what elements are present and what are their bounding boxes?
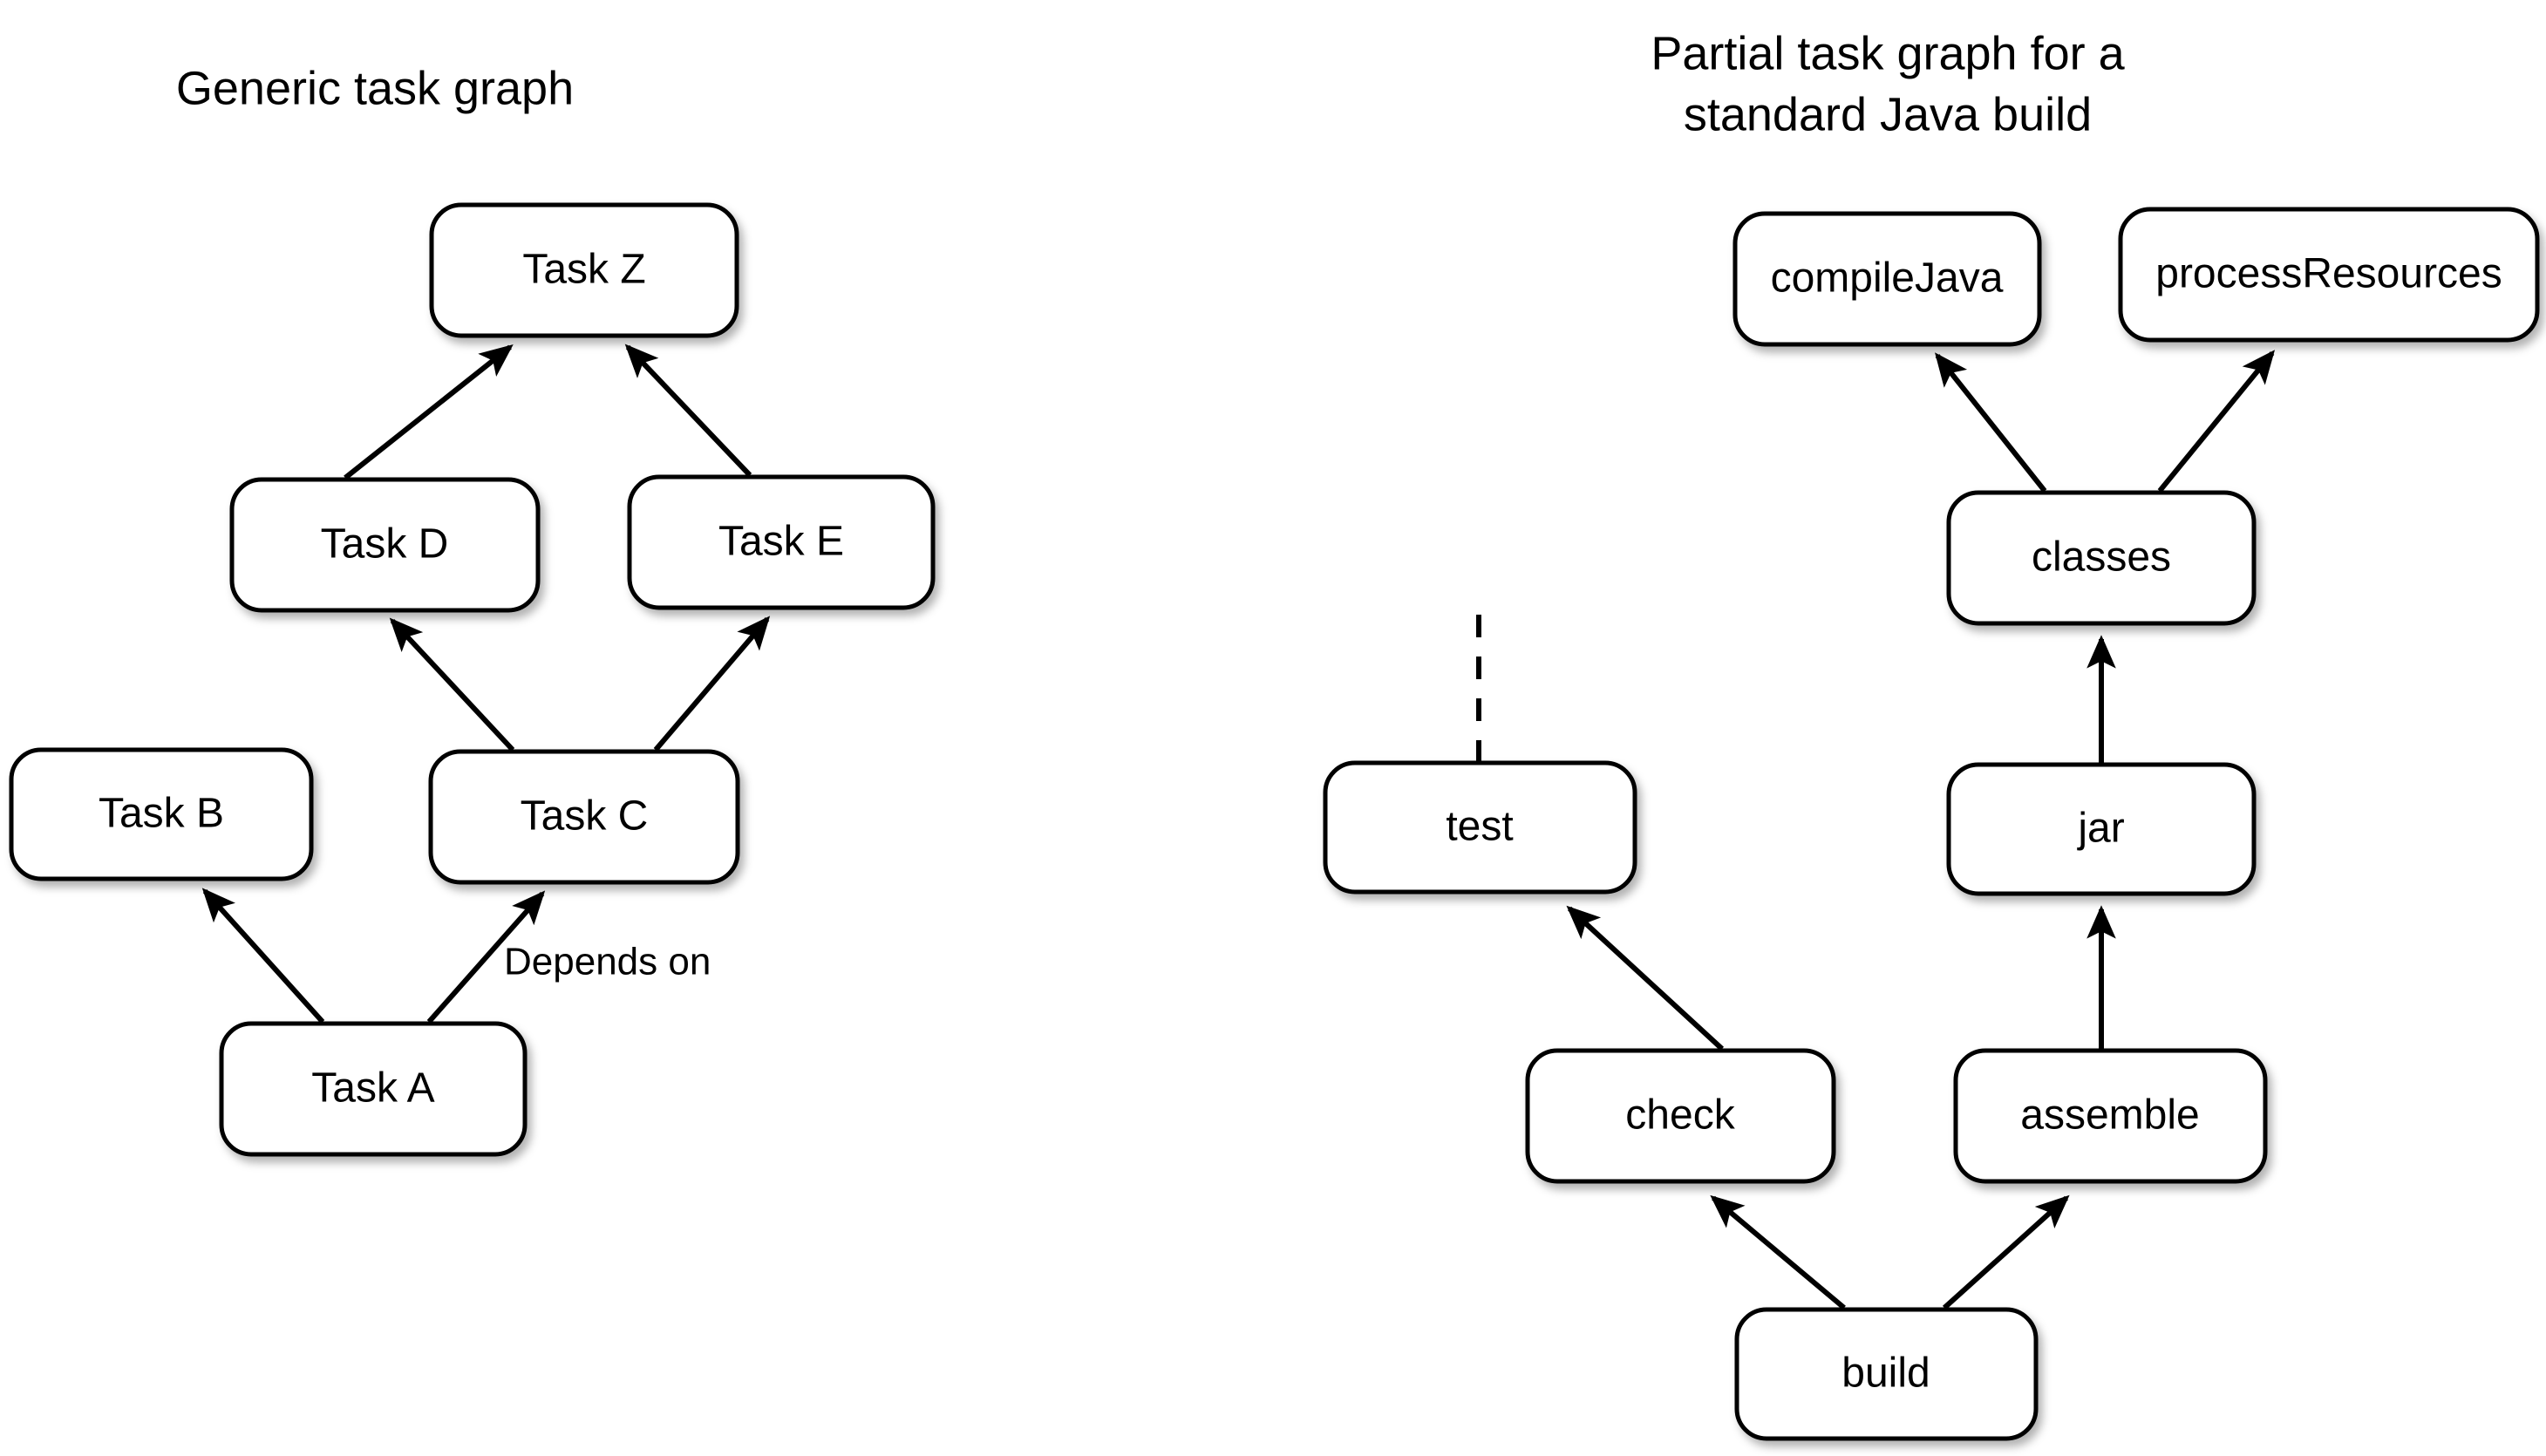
node-task-d-label: Task D <box>321 521 449 568</box>
node-build-label: build <box>1841 1351 1930 1397</box>
node-assemble[interactable]: assemble <box>1953 1048 2268 1184</box>
node-check-label: check <box>1625 1092 1735 1139</box>
node-task-e[interactable]: Task E <box>627 474 936 610</box>
node-task-d[interactable]: Task D <box>229 477 541 613</box>
node-compile-java-box[interactable] <box>1733 211 2042 347</box>
node-classes[interactable]: classes <box>1946 490 2257 626</box>
edge-classes-to-compileJava <box>1935 352 2047 493</box>
node-task-a-label: Task A <box>311 1065 434 1112</box>
edge-build-to-check <box>1710 1194 1846 1310</box>
node-jar-label: jar <box>2076 806 2124 852</box>
node-task-z-label: Task Z <box>522 247 645 293</box>
node-jar[interactable]: jar <box>1946 762 2257 896</box>
node-task-e-label: Task E <box>718 519 844 565</box>
edge-taskA-to-taskB <box>201 888 325 1024</box>
node-process-resources-box[interactable] <box>2118 207 2540 343</box>
edge-label-depends-on: Depends on <box>504 941 711 983</box>
edges-generic <box>201 344 771 1024</box>
node-task-a[interactable]: Task A <box>219 1021 528 1157</box>
node-classes-box[interactable] <box>1946 490 2257 626</box>
edge-taskA-to-taskC <box>426 890 546 1024</box>
node-test-box[interactable] <box>1323 760 1637 895</box>
edge-taskC-to-taskD <box>389 617 515 752</box>
node-compile-java-label: compileJava <box>1771 255 2004 302</box>
edge-taskD-to-taskZ <box>344 344 514 480</box>
panel-title-generic: Generic task graph <box>176 62 574 114</box>
edge-classes-to-processResources <box>2157 350 2276 493</box>
nodes-java-build: compileJava processResources classes tes… <box>1323 207 2540 1441</box>
node-classes-label: classes <box>2032 534 2171 581</box>
node-build[interactable]: build <box>1734 1307 2039 1441</box>
node-check[interactable]: check <box>1525 1048 1836 1184</box>
panel-title-java-line2: standard Java build <box>1684 88 2092 140</box>
node-test[interactable]: test <box>1323 760 1637 895</box>
node-task-c-box[interactable] <box>428 749 740 885</box>
edge-build-to-assemble <box>1942 1194 2070 1310</box>
edge-taskE-to-taskZ <box>624 344 752 478</box>
node-task-c[interactable]: Task C <box>428 749 740 885</box>
node-task-a-box[interactable] <box>219 1021 528 1157</box>
node-compile-java[interactable]: compileJava <box>1733 211 2042 347</box>
edge-taskC-to-taskE <box>653 616 771 752</box>
node-task-z[interactable]: Task Z <box>429 202 739 338</box>
node-test-label: test <box>1446 804 1513 850</box>
node-check-box[interactable] <box>1525 1048 1836 1184</box>
node-jar-box[interactable] <box>1946 762 2257 896</box>
node-assemble-box[interactable] <box>1953 1048 2268 1184</box>
node-task-b-box[interactable] <box>9 747 314 881</box>
node-assemble-label: assemble <box>2020 1092 2199 1139</box>
node-build-box[interactable] <box>1734 1307 2039 1441</box>
edge-check-to-test <box>1566 905 1725 1051</box>
node-task-b-label: Task B <box>99 791 224 837</box>
node-task-b[interactable]: Task B <box>9 747 314 881</box>
node-task-e-box[interactable] <box>627 474 936 610</box>
panel-title-java-line1: Partial task graph for a <box>1651 27 2125 79</box>
node-process-resources[interactable]: processResources <box>2118 207 2540 343</box>
node-process-resources-label: processResources <box>2155 251 2502 297</box>
node-task-c-label: Task C <box>521 793 649 840</box>
node-task-z-box[interactable] <box>429 202 739 338</box>
edges-java-build <box>1476 350 2276 1310</box>
node-task-d-box[interactable] <box>229 477 541 613</box>
nodes-generic: Task Z Task D Task E Task B Task C Task <box>9 202 936 1157</box>
